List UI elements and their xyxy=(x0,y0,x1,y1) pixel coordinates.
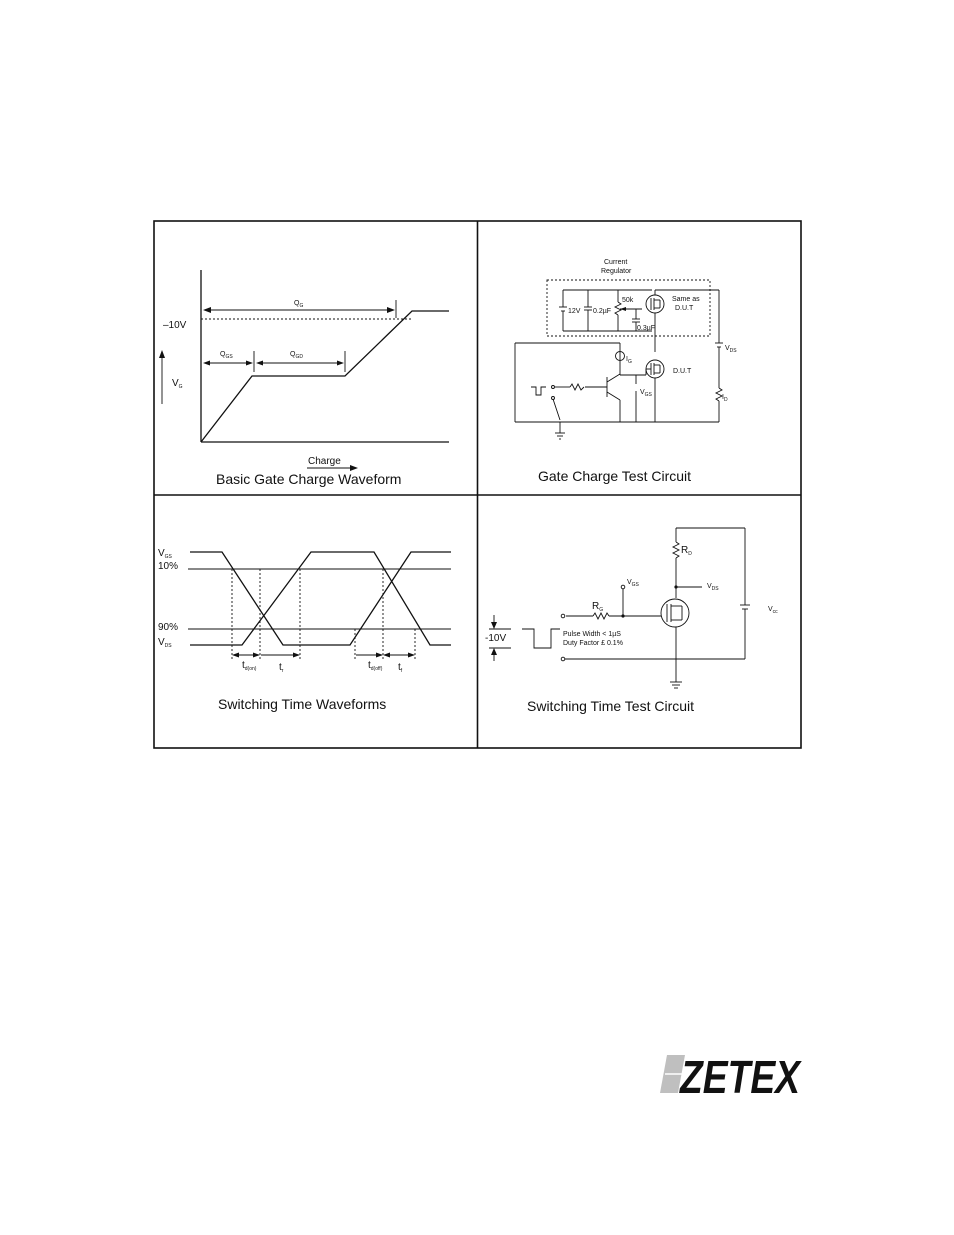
vg-label: VG xyxy=(172,378,183,390)
td-on-label: td(on) xyxy=(242,660,257,672)
id-label: ID xyxy=(722,394,728,403)
duty-factor-label: Duty Factor £ 0.1% xyxy=(563,640,623,647)
td-off-label: td(off) xyxy=(368,660,383,672)
tf-label: tf xyxy=(398,662,403,674)
input-pulse-glyph xyxy=(531,386,546,396)
current-regulator-box xyxy=(546,279,711,337)
zetex-logo: ZETEX xyxy=(660,1051,802,1103)
panel-frame xyxy=(153,220,802,749)
gate-charge-curve xyxy=(200,310,449,443)
gate-charge-circuit-title: Gate Charge Test Circuit xyxy=(538,468,691,484)
dut-mosfet xyxy=(660,598,690,628)
gate-charge-waveform-panel: –10V QG QGS QGD VG Charge Basic Gate Cha… xyxy=(159,270,449,487)
charge-label: Charge xyxy=(308,456,341,467)
vgs-label: VGS xyxy=(158,548,173,560)
vcc-label: Vcc xyxy=(768,606,778,615)
logo-text: ZETEX xyxy=(678,1051,801,1103)
vgs-label: VGS xyxy=(627,579,640,588)
cap-02-label: 0.2µF xyxy=(593,308,611,315)
vds-label: VDS xyxy=(158,637,172,649)
ig-source xyxy=(615,351,625,361)
qgs-label: QGS xyxy=(220,351,233,360)
switching-waveforms-title: Switching Time Waveforms xyxy=(218,696,386,712)
ig-label: IG xyxy=(626,356,632,365)
minus10v-label: –10V xyxy=(163,320,187,331)
switching-circuit-title: Switching Time Test Circuit xyxy=(527,698,694,714)
tr-label: tr xyxy=(279,662,284,674)
qgd-label: QGD xyxy=(290,351,303,360)
vgs-label: VGS xyxy=(640,389,653,398)
rd-label: RD xyxy=(681,545,692,557)
vds-label: VDS xyxy=(707,583,719,592)
same-as-line1: Same as xyxy=(672,296,700,303)
regulator-label-line1: Current xyxy=(604,259,627,266)
pulse-amplitude-label: -10V xyxy=(485,633,506,644)
pct-10-label: 10% xyxy=(158,561,178,572)
pct-90-label: 90% xyxy=(158,622,178,633)
regulator-label-line2: Regulator xyxy=(601,268,632,275)
switching-circuit-panel: Vcc RD VDS RG VGS xyxy=(485,527,778,714)
switching-waveforms-panel: VGS 10% 90% VDS td(on) tr td(off) tf xyxy=(158,548,451,712)
dut-label: D.U.T xyxy=(673,368,692,375)
vgs-trace xyxy=(190,551,451,646)
qg-label: QG xyxy=(294,300,303,309)
same-as-line2: D.U.T xyxy=(675,305,694,312)
res-50k-label: 50k xyxy=(622,297,634,304)
cap-03-label: 0.3µF xyxy=(637,325,655,332)
source-12v-label: 12V xyxy=(568,308,581,315)
vds-trace xyxy=(190,551,451,646)
input-pulse xyxy=(522,628,560,649)
gate-charge-circuit-panel: Current Regulator 12V 0.2µF 50k 0.3µF xyxy=(514,259,737,484)
rg-label: RG xyxy=(592,601,603,613)
reference-mosfet xyxy=(645,294,665,314)
gate-charge-waveform-title: Basic Gate Charge Waveform xyxy=(216,471,401,487)
pulse-width-label: Pulse Width < 1µS xyxy=(563,631,621,638)
vds-label: VDS xyxy=(725,345,737,354)
